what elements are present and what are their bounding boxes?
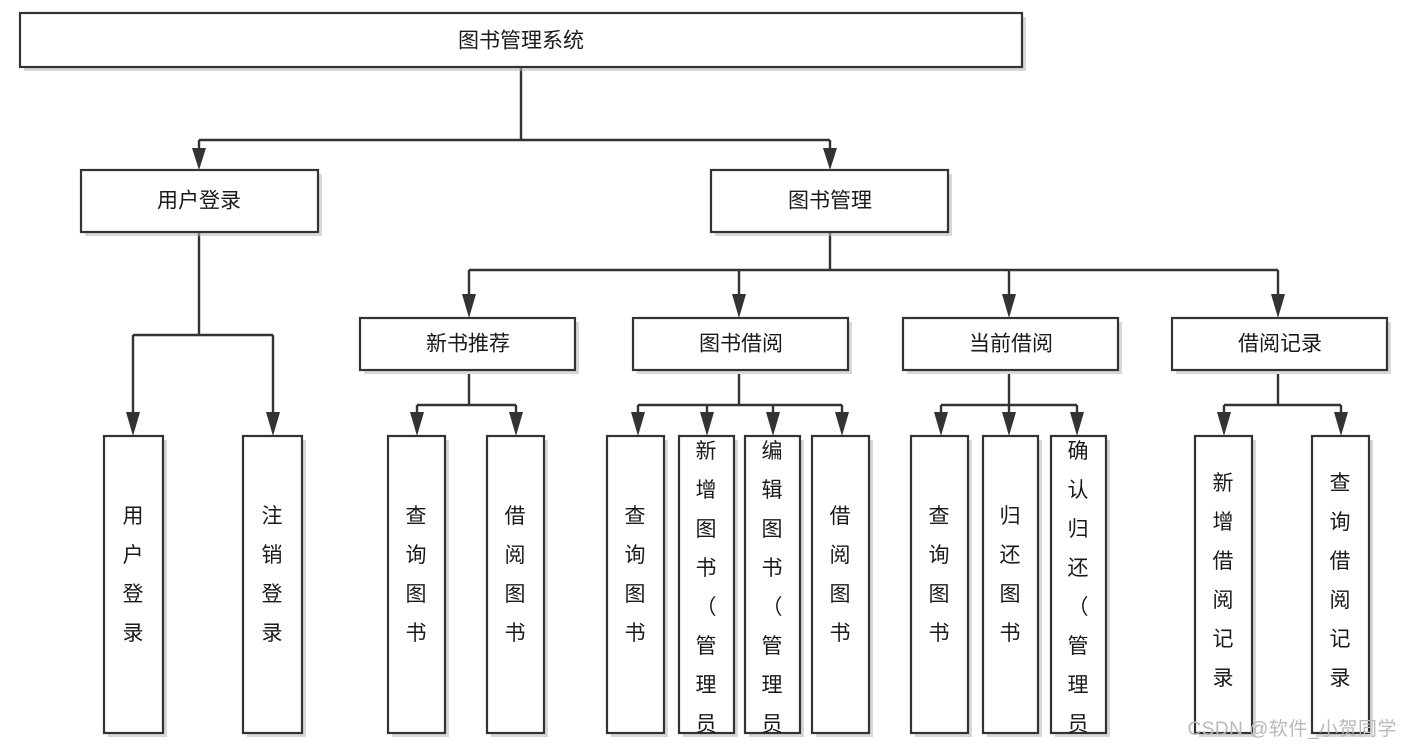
leaf-recommend-borrow-book[interactable]: 借阅图书: [485, 434, 548, 737]
node-label: 图书管理系统: [458, 30, 584, 53]
arrowhead-borrow-record: [1271, 294, 1285, 318]
node-box[interactable]: [1310, 434, 1371, 735]
node-box[interactable]: [901, 316, 1120, 372]
node-borrow-record[interactable]: 借阅记录: [1170, 316, 1391, 374]
node-root-system[interactable]: 图书管理系统: [18, 11, 1026, 71]
leaf-logout-login[interactable]: 注销登录: [241, 434, 306, 737]
node-book-management[interactable]: 图书管理: [709, 168, 952, 236]
node-label: 查询图书: [406, 505, 427, 645]
arrowhead-leaf-record-query: [1334, 412, 1348, 436]
node-book-borrow[interactable]: 图书借阅: [631, 316, 852, 374]
node-label: 新增图书（管理员）: [696, 440, 717, 747]
node-label: 借阅图书: [830, 505, 851, 645]
leaf-borrow-edit-book[interactable]: 编辑图书（管理员）: [743, 434, 804, 747]
arrowhead-leaf-user-login: [126, 412, 140, 436]
arrowhead-new-book-recommend: [462, 294, 476, 318]
leaf-current-confirm-return[interactable]: 确认归还（管理员）: [1049, 434, 1110, 747]
arrowhead-user-login: [192, 148, 206, 170]
node-label: 用户登录: [123, 505, 144, 645]
leaf-borrow-add-book[interactable]: 新增图书（管理员）: [677, 434, 738, 747]
arrowhead-leaf-borrow-add: [700, 412, 714, 436]
node-box[interactable]: [709, 168, 950, 234]
arrowhead-book-borrow: [732, 294, 746, 318]
leaf-borrow-query-book[interactable]: 查询图书: [605, 434, 668, 737]
node-label: 编辑图书（管理员）: [762, 440, 783, 747]
arrowhead-leaf-logout: [266, 412, 280, 436]
node-box[interactable]: [810, 434, 871, 735]
leaf-recommend-query-book[interactable]: 查询图书: [386, 434, 449, 737]
node-box[interactable]: [1170, 316, 1389, 372]
node-label: 注销登录: [262, 505, 283, 645]
node-label: 用户登录: [157, 190, 241, 213]
node-box[interactable]: [18, 11, 1024, 69]
node-box[interactable]: [485, 434, 546, 735]
arrowhead-book-management: [823, 148, 837, 170]
leaf-current-return-book[interactable]: 归还图书: [981, 434, 1042, 737]
connector-layer: [126, 67, 1348, 436]
node-user-login[interactable]: 用户登录: [79, 168, 322, 236]
node-label: 查询借阅记录: [1330, 472, 1351, 690]
node-box[interactable]: [102, 434, 165, 735]
node-label: 图书借阅: [699, 333, 783, 356]
node-label: 新增借阅记录: [1213, 472, 1234, 690]
node-box[interactable]: [981, 434, 1040, 735]
node-new-book-recommend[interactable]: 新书推荐: [358, 316, 579, 374]
node-box[interactable]: [631, 316, 850, 372]
node-box[interactable]: [386, 434, 447, 735]
arrowhead-leaf-current-confirm: [1070, 412, 1084, 436]
arrowhead-leaf-borrow-query: [631, 412, 645, 436]
arrowhead-leaf-current-query: [934, 412, 948, 436]
node-box[interactable]: [79, 168, 320, 234]
node-box[interactable]: [241, 434, 304, 735]
arrowhead-current-borrow: [1002, 294, 1016, 318]
node-label: 图书管理: [788, 190, 872, 213]
node-box[interactable]: [605, 434, 666, 735]
node-box[interactable]: [909, 434, 970, 735]
arrowhead-leaf-record-add: [1217, 412, 1231, 436]
arrowhead-leaf-borrow-borrow: [835, 412, 849, 436]
arrowhead-leaf-borrow-edit: [766, 412, 780, 436]
node-label: 查询图书: [625, 505, 646, 645]
node-box[interactable]: [358, 316, 577, 372]
leaf-user-login[interactable]: 用户登录: [102, 434, 167, 737]
node-label: 当前借阅: [969, 333, 1053, 356]
leaf-record-query-record[interactable]: 查询借阅记录: [1310, 434, 1373, 737]
node-label: 借阅图书: [505, 505, 526, 645]
leaf-record-add-record[interactable]: 新增借阅记录: [1193, 434, 1256, 737]
node-label: 确认归还（管理员）: [1068, 440, 1089, 747]
node-label: 借阅记录: [1238, 333, 1322, 356]
arrowhead-leaf-recommend-query: [410, 412, 424, 436]
node-box[interactable]: [677, 434, 736, 735]
leaf-borrow-borrow-book[interactable]: 借阅图书: [810, 434, 873, 737]
node-label: 归还图书: [1000, 505, 1021, 645]
node-label: 查询图书: [929, 505, 950, 645]
leaf-current-query-book[interactable]: 查询图书: [909, 434, 972, 737]
node-current-borrow[interactable]: 当前借阅: [901, 316, 1122, 374]
arrowhead-leaf-recommend-borrow: [509, 412, 523, 436]
node-box[interactable]: [1193, 434, 1254, 735]
node-label: 新书推荐: [426, 333, 510, 356]
node-box[interactable]: [1049, 434, 1108, 735]
node-box[interactable]: [743, 434, 802, 735]
arrowhead-leaf-current-return: [1002, 412, 1016, 436]
